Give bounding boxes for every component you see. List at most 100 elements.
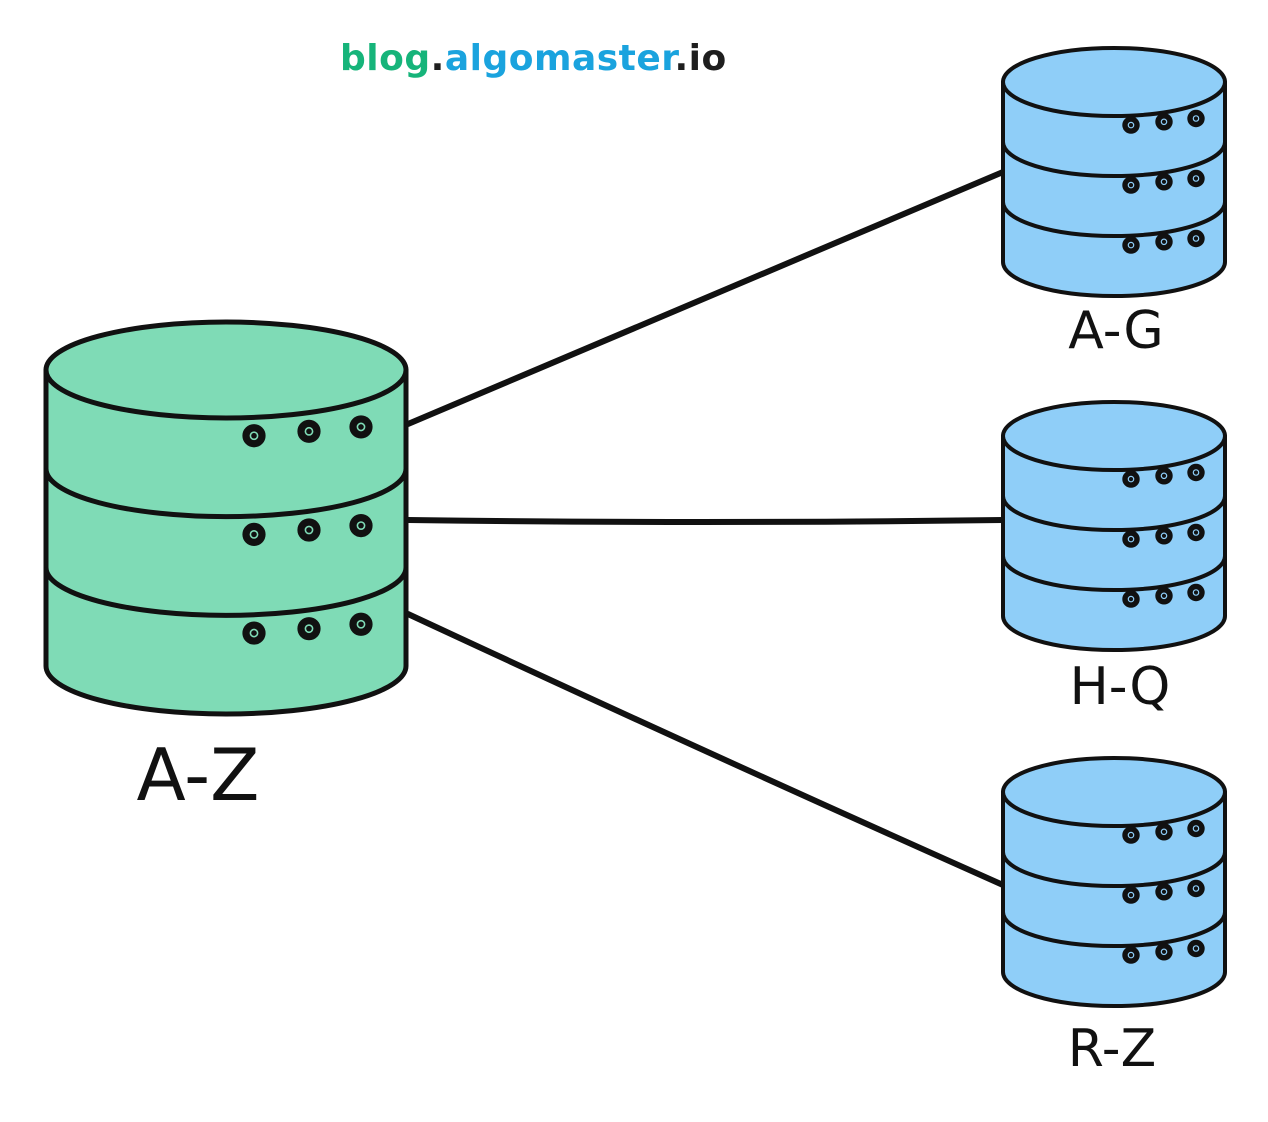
status-light	[1155, 173, 1173, 191]
status-light-core	[1193, 530, 1199, 535]
status-light	[242, 424, 266, 448]
watermark-dot: .	[674, 38, 689, 79]
status-light-core	[1128, 183, 1134, 188]
watermark: blog.algomaster.io	[340, 38, 727, 79]
status-light-core	[1128, 123, 1134, 128]
status-light	[1187, 523, 1205, 542]
cylinder-separator	[1001, 851, 1227, 888]
status-light	[1187, 879, 1205, 898]
connectors	[405, 169, 1006, 888]
status-light-core	[1193, 590, 1199, 595]
status-light-core	[1193, 176, 1199, 181]
status-light-core	[1161, 473, 1167, 478]
cylinder-separator	[1001, 495, 1227, 532]
status-light-core	[1161, 239, 1167, 244]
status-light-core	[1161, 949, 1167, 954]
status-light	[1122, 946, 1140, 964]
status-light	[1155, 587, 1173, 605]
connector-line	[405, 169, 1006, 427]
status-light	[1122, 470, 1140, 488]
shard-database-h-q	[1001, 400, 1227, 652]
status-light	[349, 612, 373, 636]
cylinder-top	[1001, 400, 1227, 472]
watermark-io: io	[688, 38, 727, 79]
status-light	[297, 518, 321, 542]
status-light	[242, 621, 266, 645]
status-light	[297, 617, 321, 641]
cylinder-separator	[1001, 201, 1227, 238]
status-light	[1187, 819, 1205, 838]
cylinder-top	[1001, 46, 1227, 118]
status-light-core	[1161, 829, 1167, 834]
status-light-core	[306, 625, 312, 632]
status-light-core	[251, 531, 257, 538]
cylinder-separator	[1001, 555, 1227, 592]
status-light	[1122, 590, 1140, 608]
status-light-core	[358, 621, 364, 628]
status-light	[1187, 169, 1205, 188]
cylinder-top	[1001, 756, 1227, 828]
watermark-blog: blog	[340, 38, 431, 79]
status-light	[1122, 530, 1140, 548]
watermark-algomaster: algomaster	[444, 38, 675, 79]
status-light	[1187, 463, 1205, 482]
shard-label-h-q: H-Q	[1070, 657, 1171, 717]
status-light-core	[306, 428, 312, 435]
status-light	[1187, 939, 1205, 958]
status-light	[242, 522, 266, 547]
status-light-core	[251, 630, 257, 636]
status-light	[1155, 113, 1173, 131]
status-light-core	[1193, 116, 1199, 121]
connector-line	[405, 517, 1006, 525]
status-light-core	[358, 424, 364, 430]
status-light	[1155, 943, 1173, 961]
status-light-core	[1161, 119, 1167, 124]
status-light	[1187, 109, 1205, 128]
status-light	[1122, 236, 1140, 254]
status-light-core	[1161, 533, 1167, 538]
shard-database-r-z	[1001, 756, 1227, 1008]
status-light	[1155, 467, 1173, 485]
source-database-label: A-Z	[137, 733, 260, 817]
status-light	[1155, 883, 1173, 901]
status-light	[297, 419, 321, 443]
status-light-core	[1193, 946, 1199, 951]
status-light-core	[1161, 179, 1167, 184]
status-light-core	[1193, 236, 1199, 241]
status-light	[1155, 233, 1173, 251]
cylinder-separator	[43, 567, 409, 618]
watermark-dot: .	[430, 38, 445, 79]
status-light-core	[1128, 477, 1134, 482]
status-light-core	[1128, 953, 1134, 958]
shard-label-a-g: A-G	[1068, 301, 1163, 361]
shard-database-a-g	[1001, 46, 1227, 298]
status-light-core	[251, 432, 257, 439]
status-light-core	[1128, 243, 1134, 248]
cylinder-separator	[43, 468, 409, 520]
status-light-core	[1128, 597, 1134, 602]
source-database	[43, 319, 409, 717]
status-light-core	[1193, 826, 1199, 831]
status-light-core	[358, 522, 364, 529]
status-light	[1122, 886, 1140, 904]
status-light-core	[1193, 886, 1199, 891]
shard-label-r-z: R-Z	[1068, 1019, 1156, 1079]
status-light	[1187, 583, 1205, 602]
cylinder-separator	[1001, 141, 1227, 178]
cylinder-separator	[1001, 911, 1227, 948]
status-light-core	[1161, 889, 1167, 894]
cylinder-top	[43, 319, 409, 421]
status-light-core	[1128, 537, 1134, 542]
status-light-core	[1193, 470, 1199, 475]
status-light	[1187, 229, 1205, 248]
status-light-core	[1128, 833, 1134, 838]
status-light	[349, 415, 373, 439]
status-light	[1122, 116, 1140, 134]
status-light	[349, 513, 373, 538]
status-light	[1122, 176, 1140, 194]
connector-line	[405, 611, 1006, 888]
status-light-core	[1128, 893, 1134, 898]
status-light	[1122, 826, 1140, 844]
status-light	[1155, 527, 1173, 545]
